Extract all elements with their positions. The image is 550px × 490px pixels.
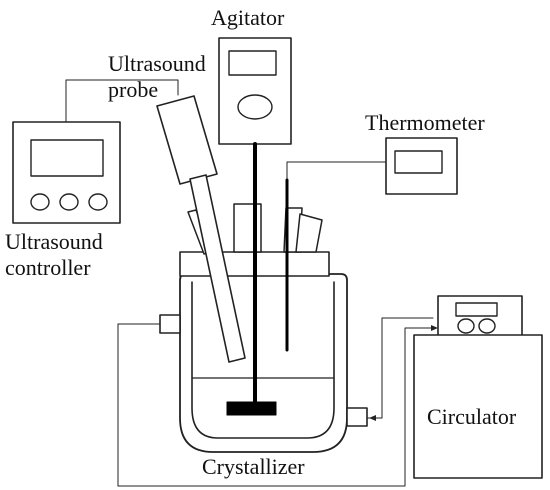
thermometer-body	[385, 137, 458, 195]
vessel-jacket	[179, 273, 348, 453]
ultrasound-controller-label-line1: Ultrasound	[5, 229, 103, 254]
return-line	[117, 323, 434, 487]
controller-display	[30, 139, 104, 177]
ultrasound-probe-label-line2: probe	[108, 77, 159, 102]
circulator-label: Circulator	[427, 404, 517, 429]
probe-handle	[156, 95, 218, 185]
circulator-tank	[413, 334, 543, 479]
thermometer-label: Thermometer	[365, 110, 485, 135]
ultrasound-cable	[65, 79, 179, 123]
ultrasound-probe-label-line1: Ultrasound	[108, 51, 206, 76]
neck-tube-right	[295, 213, 323, 253]
thermometer-wire	[286, 161, 387, 181]
agitator-display	[228, 50, 277, 76]
impeller-blade	[226, 401, 277, 416]
thermometer-display	[394, 150, 443, 174]
jacket-port-left	[159, 314, 181, 334]
jacket-port-right	[346, 407, 368, 427]
controller-knob-3	[88, 193, 108, 211]
probe-horn	[189, 174, 246, 363]
circulator-knob-1	[457, 318, 475, 334]
supply-arrowhead	[369, 415, 376, 421]
agitator-body	[218, 37, 292, 145]
circulator	[413, 295, 543, 479]
agitator-knob	[237, 94, 273, 120]
return-arrowhead	[431, 325, 438, 331]
ultrasound-controller-label-line2: controller	[5, 255, 91, 280]
circulator-display	[455, 302, 498, 317]
thermometer-meter	[385, 137, 458, 195]
ultrasound-probe	[156, 95, 246, 363]
crystallizer-vessel	[159, 273, 368, 453]
crystallizer-label: Crystallizer	[202, 454, 305, 479]
ultrasound-controller	[12, 121, 121, 224]
agitator-motor	[218, 37, 292, 145]
circulator-knob-2	[478, 318, 496, 334]
vessel-inner-wall	[191, 281, 335, 439]
controller-knob-1	[30, 193, 50, 211]
agitator-label: Agitator	[211, 5, 285, 30]
controller-knob-2	[59, 193, 79, 211]
